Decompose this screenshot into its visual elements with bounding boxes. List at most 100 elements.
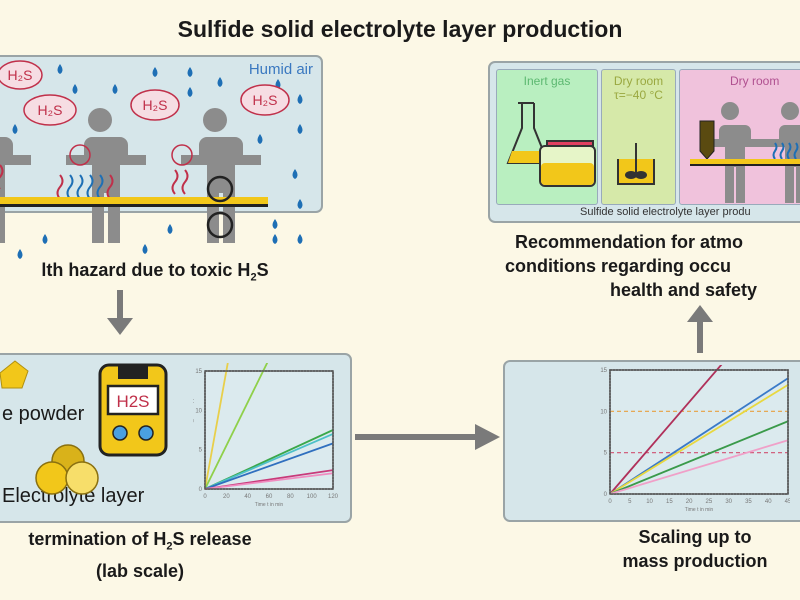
recommendation-caption: Recommendation for atmo conditions regar… [505,232,758,300]
x-tick-label: 0 [203,494,207,500]
water-drop-icon [112,84,118,94]
water-drop-icon [297,234,303,244]
roller-icon [206,175,234,239]
panel-footer: Sulfide solid electrolyte layer produ [580,206,751,218]
water-drop-icon [272,219,278,229]
water-drop-icon [297,199,303,209]
svg-text:H₂S: H₂S [253,92,278,108]
arrow-up-icon [687,305,713,353]
h2s-detector-icon: H2S [98,363,168,457]
y-tick-label: 15 [600,368,607,374]
water-drop-icon [42,234,48,244]
x-tick-label: 15 [666,499,673,505]
x-tick-label: 35 [745,499,752,505]
water-drop-icon [167,224,173,234]
y-axis-label: H2S concentration c_H2S in ppm [193,393,195,467]
person-icon [0,108,261,243]
x-tick-label: 40 [244,494,251,500]
water-drop-icon [17,249,23,259]
x-tick-label: 30 [725,499,732,505]
y-tick-label: 5 [199,448,203,454]
series-line-magenta [609,365,723,495]
y-tick-label: 10 [195,408,202,414]
powder-label: e powder [2,403,85,425]
water-drop-icon [292,169,298,179]
zone-sublabel: τ=−40 °C [614,88,663,102]
svg-text:H₂S: H₂S [8,67,33,83]
x-tick-label: 60 [266,494,273,500]
electrolyte-layer-strip [690,159,800,164]
x-axis-label: Time t in min [255,502,284,508]
powder-icon [0,360,29,389]
person-icon [705,102,800,203]
fume-icon [0,164,189,200]
zone-label: Dry room [730,74,780,88]
y-tick-label: 10 [600,409,607,415]
h2s-cloud-labels: H₂S H₂S H₂S H₂S [8,67,278,118]
fume-icon [772,142,799,160]
stirred-vessel-icon [617,143,655,185]
arrow-right-icon [355,424,500,450]
hazard-caption: lth hazard due to toxic H2S [41,260,269,284]
water-drop-icon [297,124,303,134]
x-tick-label: 10 [646,499,653,505]
jar-icon [539,140,596,187]
y-tick-label: 0 [199,487,203,493]
series-line-blue [204,442,334,490]
y-tick-label: 15 [195,369,202,375]
coater-icon [699,120,715,160]
water-drop-icon [297,94,303,104]
lab-illustration: H2S [0,360,168,495]
series-line-cyan [204,433,334,490]
x-tick-label: 20 [686,499,693,505]
series-line-blue [609,377,789,495]
series-line-pink [204,472,334,490]
electrolyte-pellets-icon [35,444,99,495]
water-drop-icon [187,87,193,97]
svg-text:H2S: H2S [116,392,149,411]
zone-label: Inert gas [523,74,571,88]
water-drop-icon [272,234,278,244]
page-title: Sulfide solid electrolyte layer producti… [177,16,623,42]
water-drop-icon [142,244,148,254]
flask-icon [506,102,550,164]
x-tick-label: 120 [328,494,339,500]
hazard-illustration: H₂S H₂S H₂S H₂S [0,60,303,259]
skull-icon [69,144,193,166]
x-tick-label: 20 [223,494,230,500]
x-tick-label: 80 [287,494,294,500]
x-tick-label: 40 [765,499,772,505]
water-drop-icon [152,67,158,77]
x-axis-label: Time t in min [685,507,714,513]
series-line-green [609,420,789,495]
arrow-down-icon [107,290,133,335]
series-line-light-green [204,363,269,490]
series-line-yellow [609,384,789,495]
x-tick-label: 45 [785,499,790,505]
water-drop-icon [57,64,63,74]
series-line-pink [609,439,789,495]
x-tick-label: 5 [628,499,632,505]
water-drop-icon [187,67,193,77]
svg-text:H₂S: H₂S [143,97,168,113]
humid-air-label: Humid air [248,61,313,78]
y-tick-label: 0 [604,492,608,498]
water-drop-icon [257,134,263,144]
electrolyte-layer-strip [0,197,268,204]
lab-caption: termination of H2S release (lab scale) [28,529,252,581]
water-drops [12,64,303,259]
recommendation-illustration [506,102,800,203]
y-tick-label: 5 [604,451,608,457]
hazard-panel: Humid air [0,55,323,213]
water-drop-icon [12,124,18,134]
layer-label: Electrolyte layer [2,485,145,507]
water-drop-icon [217,77,223,87]
h2s-cloud-icon [0,60,290,126]
x-tick-label: 0 [608,499,612,505]
plot-area [204,370,334,490]
svg-text:H₂S: H₂S [38,102,63,118]
water-drop-icon [72,84,78,94]
zone-label: Dry room [613,74,664,88]
